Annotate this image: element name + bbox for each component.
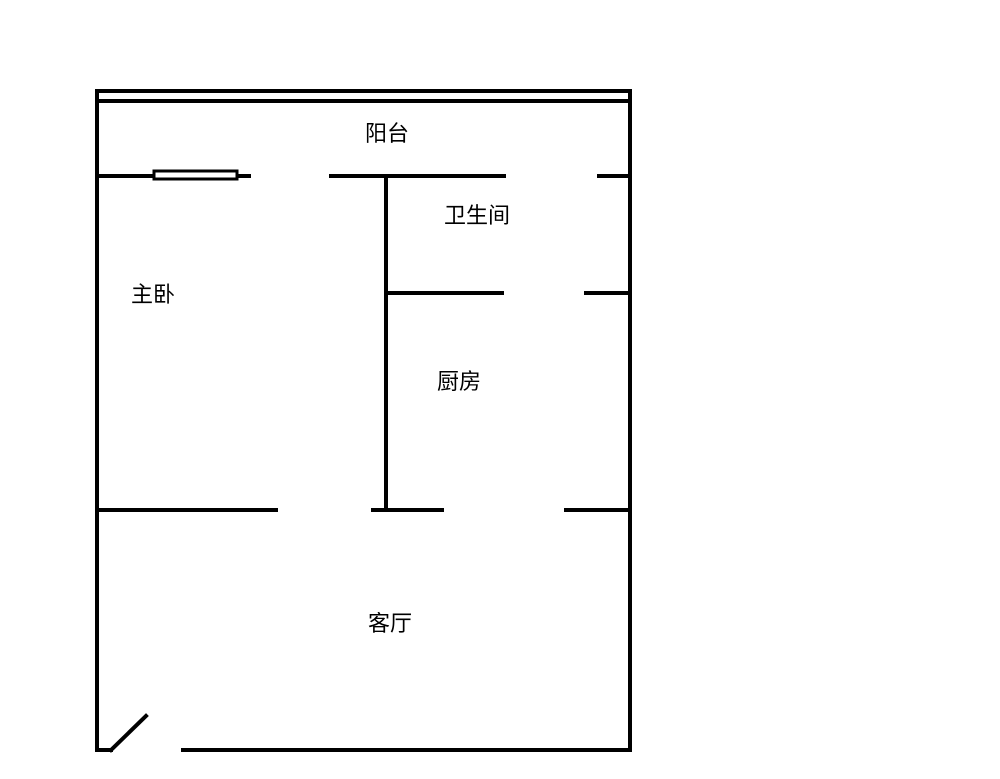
label-kitchen: 厨房 [437, 370, 481, 395]
bedroom-window [152, 169, 239, 181]
label-bathroom: 卫生间 [444, 204, 510, 229]
entrance-door [108, 713, 149, 753]
label-balcony: 阳台 [365, 122, 409, 147]
label-master-bedroom: 主卧 [131, 283, 175, 308]
balcony-railing [95, 89, 632, 103]
walls [95, 89, 632, 753]
label-living-room: 客厅 [368, 612, 412, 637]
